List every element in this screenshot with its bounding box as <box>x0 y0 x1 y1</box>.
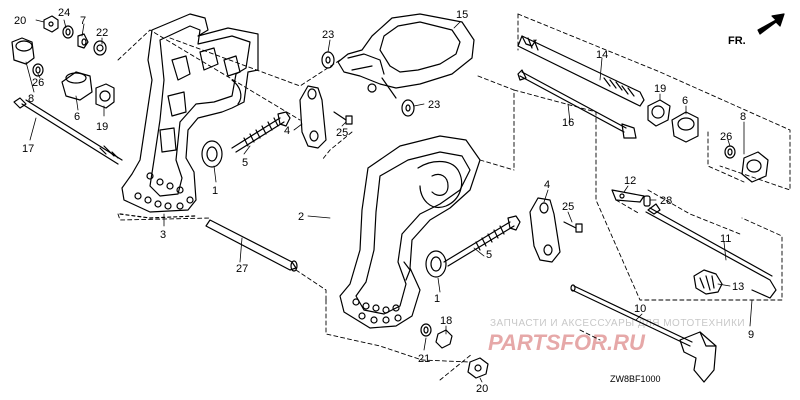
nut-20-lower <box>467 357 489 379</box>
right-bracket-holes <box>352 298 402 324</box>
pin-28 <box>643 195 651 207</box>
watermark: ЗАПЧАСТИ И АКСЕССУАРЫ ДЛЯ МОТОТЕХНИКИ PA… <box>488 318 745 355</box>
left-bracket-holes <box>134 172 194 210</box>
lever-4-lower <box>529 197 561 263</box>
right-stern-bracket <box>339 135 481 329</box>
callout-1: 1 <box>212 185 218 197</box>
left-stern-bracket <box>119 13 259 219</box>
callout-20: 20 <box>14 15 26 27</box>
callout-13: 13 <box>732 281 744 293</box>
callout-7: 7 <box>80 15 86 27</box>
screw-25-lower <box>563 221 583 233</box>
callout-25: 25 <box>562 201 574 213</box>
callout-10: 10 <box>634 303 646 315</box>
callout-5: 5 <box>242 157 248 169</box>
group-boundary-lines <box>117 13 791 381</box>
callout-8: 8 <box>28 93 34 105</box>
callout-18: 18 <box>440 315 452 327</box>
callout-19: 19 <box>96 121 108 133</box>
callout-25: 25 <box>336 127 348 139</box>
spacer-1-upper <box>201 140 223 168</box>
hardware-upper-left <box>11 15 115 109</box>
callout-20: 20 <box>476 383 488 395</box>
nut-18 <box>435 329 453 349</box>
callout-14: 14 <box>596 49 608 61</box>
bracket-12 <box>611 189 645 203</box>
spring-bolt-upper <box>231 111 291 153</box>
callout-23: 23 <box>322 29 334 41</box>
front-direction-arrow <box>757 13 785 35</box>
callout-15: 15 <box>456 9 468 21</box>
callout-5: 5 <box>486 249 492 261</box>
callout-4: 4 <box>544 179 550 191</box>
diagram-code: ZW8BF1000 <box>610 374 661 384</box>
spring-bolt-lower <box>443 215 521 267</box>
callout-23: 23 <box>428 99 440 111</box>
callout-9: 9 <box>748 329 754 341</box>
washer-23-mid <box>401 99 415 117</box>
lever-4-upper <box>299 85 327 149</box>
bolt-17 <box>13 97 123 165</box>
screw-25-upper <box>333 111 353 125</box>
rod-11 <box>645 203 777 299</box>
callout-12: 12 <box>624 175 636 187</box>
front-direction-label: FR. <box>728 35 746 47</box>
callout-22: 22 <box>96 27 108 39</box>
pin-9 <box>679 331 717 383</box>
callout-2: 2 <box>298 211 304 223</box>
washer-21 <box>420 323 432 337</box>
clip-13 <box>693 269 723 295</box>
callout-8: 8 <box>740 111 746 123</box>
rod-10 <box>570 284 693 347</box>
callout-4: 4 <box>284 125 290 137</box>
callout-6: 6 <box>74 111 80 123</box>
rod-16 <box>517 69 637 139</box>
callout-1: 1 <box>434 293 440 305</box>
callout-26: 26 <box>32 77 44 89</box>
shaft-27 <box>205 219 298 272</box>
callout-21: 21 <box>418 353 430 365</box>
callout-16: 16 <box>562 117 574 129</box>
callout-6: 6 <box>682 95 688 107</box>
callout-11: 11 <box>720 233 731 245</box>
callout-labels: 20 24 7 22 26 8 6 19 17 1 3 27 23 15 23 … <box>14 7 754 395</box>
spacer-1-lower <box>425 250 447 278</box>
callout-24: 24 <box>58 7 70 19</box>
callout-28: 28 <box>660 195 672 207</box>
callout-3: 3 <box>160 229 166 241</box>
callout-19: 19 <box>654 83 666 95</box>
watermark-caption: ЗАПЧАСТИ И АКСЕССУАРЫ ДЛЯ МОТОТЕХНИКИ <box>490 318 745 329</box>
leader-lines <box>25 19 753 383</box>
callout-26: 26 <box>720 131 732 143</box>
callout-27: 27 <box>236 263 248 275</box>
swivel-handle <box>337 13 475 99</box>
callout-17: 17 <box>22 143 34 155</box>
shaft-14 <box>517 35 645 107</box>
watermark-logo: PARTSFOR.RU <box>488 330 646 355</box>
